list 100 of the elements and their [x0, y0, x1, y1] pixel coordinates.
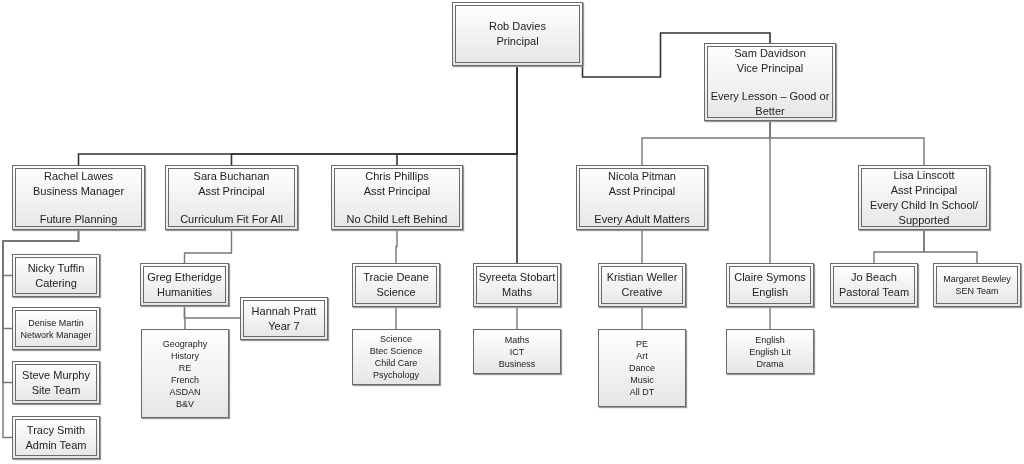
person-name: Greg Etheridge [147, 269, 222, 285]
role-text: Every Child In School/ Supported [868, 197, 980, 228]
connector-line [769, 306, 771, 330]
role-text: Vice Principal [736, 60, 804, 76]
staff-box [830, 263, 918, 307]
subject-name: Psychology [373, 369, 419, 381]
connector-line [183, 229, 233, 264]
staff-box [726, 263, 814, 307]
connector-line [581, 32, 771, 78]
subject-list-box [473, 329, 561, 374]
role-text: Asst Principal [890, 182, 958, 198]
staff-box [576, 165, 708, 230]
subject-name: English Lit [749, 345, 791, 358]
person-name: Hannah Pratt [251, 303, 317, 319]
subject-name: Drama [756, 357, 784, 370]
subject-list-box [352, 329, 440, 385]
staff-box [165, 165, 298, 230]
connector-line [516, 306, 518, 330]
person-name: Syreeta Stobart [478, 270, 556, 285]
person-name: Sam Davidson [734, 45, 806, 61]
role-text: Business Manager [32, 183, 125, 199]
role-text: Asst Principal [198, 183, 265, 199]
role-text: Asst Principal [363, 183, 431, 199]
staff-box [933, 263, 1021, 307]
staff-box [12, 307, 100, 350]
subject-name: ICT [509, 345, 525, 358]
connector-line [923, 229, 978, 264]
connector-line [183, 305, 186, 330]
subject-name: Geography [162, 337, 208, 350]
role-text: Every Lesson – Good or Better [709, 88, 831, 119]
subject-list-box [726, 329, 814, 374]
role-text: Site Team [31, 382, 81, 398]
subject-list-box [598, 329, 686, 407]
role-text: Curriculum Fit For All [180, 211, 283, 227]
role-text: Catering [35, 275, 77, 291]
connector-line [516, 65, 518, 264]
role-text: English [751, 285, 789, 300]
person-name: Kristian Weller [606, 270, 678, 285]
subject-name: Art [636, 350, 648, 362]
role-text: Future Planning [39, 211, 118, 227]
person-name: Margaret Bewley [943, 273, 1011, 285]
subject-name: Science [380, 333, 412, 345]
subject-name: All DT [629, 386, 655, 398]
person-name: Rob Davies [489, 19, 546, 34]
subject-name: PE [636, 338, 648, 350]
connector-line [769, 120, 925, 166]
staff-box [12, 165, 145, 230]
staff-box [12, 416, 100, 459]
subject-name: French [171, 373, 199, 386]
staff-box [704, 43, 836, 121]
person-name: Tracie Deane [363, 270, 429, 285]
staff-box [598, 263, 686, 307]
staff-box [452, 2, 583, 66]
role-text: Pastoral Team [838, 285, 910, 300]
subject-name: English [755, 333, 785, 346]
person-name: Claire Symons [734, 270, 806, 285]
staff-box [331, 165, 463, 230]
role-text: Maths [502, 285, 532, 300]
subject-name: B&V [176, 397, 194, 410]
role-text: Every Adult Matters [594, 211, 690, 227]
role-text: No Child Left Behind [346, 211, 448, 227]
subject-name: Child Care [374, 357, 418, 369]
role-text: Asst Principal [608, 183, 676, 199]
role-text: Humanities [157, 284, 212, 300]
person-name: Tracy Smith [26, 422, 86, 438]
staff-box [858, 165, 990, 230]
person-name: Chris Phillips [365, 168, 429, 184]
subject-name: Btec Science [369, 345, 423, 357]
role-text: Admin Team [25, 437, 87, 453]
person-name: Denise Martin [28, 316, 84, 329]
subject-name: RE [178, 361, 192, 374]
connector-line [395, 229, 398, 264]
person-name: Nicola Pitman [608, 168, 676, 184]
role-text: SEN Team [955, 285, 999, 297]
subject-name: Business [498, 357, 536, 370]
role-text: Network Manager [20, 328, 92, 341]
staff-box [473, 263, 561, 307]
connector-line [641, 306, 643, 330]
person-name: Jo Beach [851, 270, 897, 285]
staff-box [140, 263, 229, 306]
subject-name: Dance [629, 362, 655, 374]
role-text: Science [376, 285, 416, 300]
role-text: Year 7 [268, 318, 300, 334]
staff-box [12, 361, 100, 404]
connector-line [2, 229, 80, 439]
staff-box [240, 297, 328, 340]
role-text: Creative [621, 285, 663, 300]
connector-line [641, 229, 643, 264]
subject-name: History [171, 349, 199, 362]
connector-line [395, 306, 397, 330]
person-name: Sara Buchanan [193, 168, 270, 184]
subject-name: ASDAN [169, 385, 201, 398]
subject-name: Maths [504, 333, 530, 346]
person-name: Nicky Tuffin [27, 260, 85, 276]
role-text: Principal [496, 34, 539, 49]
staff-box [352, 263, 440, 307]
subject-list-box [141, 329, 229, 418]
staff-box [12, 254, 100, 297]
person-name: Steve Murphy [22, 367, 90, 383]
person-name: Rachel Lawes [43, 168, 114, 184]
